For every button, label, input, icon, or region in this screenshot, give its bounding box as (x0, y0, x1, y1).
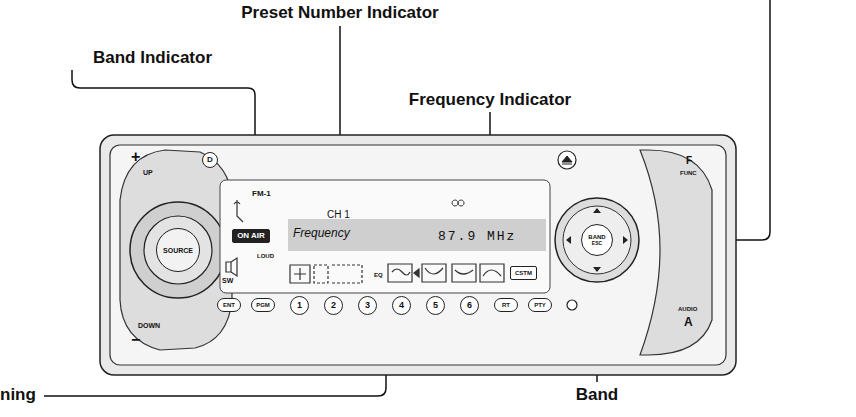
cross-key (555, 198, 639, 282)
panel-text: + (131, 148, 140, 166)
knob-surround (120, 150, 232, 350)
indicator-lamp (567, 300, 577, 310)
round-button: 2 (324, 296, 343, 315)
eq-curve (480, 264, 504, 282)
eq-icons (226, 258, 504, 283)
eq-curve (422, 264, 446, 282)
button-text: PGM (256, 302, 270, 308)
panel-text: DOWN (138, 322, 160, 330)
panel-text: A (684, 316, 693, 329)
panel-button: RT (494, 298, 518, 312)
button-text: 6 (467, 301, 472, 310)
panel-text: − (131, 331, 140, 349)
round-button: 3 (358, 296, 377, 315)
panel-text: CH 1 (327, 209, 350, 220)
panel-button: ENT (217, 298, 241, 312)
panel-text: EQ (374, 272, 383, 279)
button-text: CSTM (515, 270, 532, 276)
callout-label: Band Indicator (93, 49, 212, 68)
panel-text: 87.9 MHz (438, 230, 516, 244)
eq-arrow (414, 269, 419, 277)
panel-button: CSTM (510, 266, 537, 280)
callout-label: Band (576, 386, 619, 405)
knob-ring (130, 202, 226, 298)
round-button: 1 (290, 296, 309, 315)
callout-label: ning (0, 386, 36, 405)
button-text: 4 (399, 301, 404, 310)
panel-text: UP (143, 169, 153, 177)
panel-text: F (686, 155, 692, 166)
panel-text: FM-1 (252, 190, 271, 199)
round-button: 4 (392, 296, 411, 315)
round-button: 6 (460, 296, 479, 315)
button-text: RT (502, 302, 510, 308)
round-button: SOURCE (156, 228, 200, 272)
round-button: D (202, 152, 218, 168)
eject-symbol (562, 156, 572, 164)
panel-button: ON AIR (232, 229, 270, 243)
eq-box (290, 265, 310, 283)
button-text: 5 (433, 301, 438, 310)
frequency-bar (288, 219, 546, 251)
callout-label: Frequency Indicator (409, 91, 571, 110)
button-text: 2 (331, 301, 336, 310)
round-button: 5 (426, 296, 445, 315)
round-button: BANDESC (581, 224, 613, 256)
button-text: BAND (588, 234, 605, 240)
panel-button: PGM (251, 298, 275, 312)
callout-label: Preset Number Indicator (241, 4, 438, 23)
button-text: SOURCE (163, 247, 193, 254)
antenna-icon (234, 200, 243, 222)
button-text: 3 (365, 301, 370, 310)
stereo-icon (452, 200, 464, 206)
button-text: ESC (592, 241, 602, 246)
display (220, 180, 550, 293)
panel-text: FUNC (680, 170, 697, 177)
eq-box (314, 265, 362, 283)
housing (100, 135, 736, 375)
panel-text: AUDIO (678, 306, 697, 313)
arrow-marks (566, 208, 628, 272)
button-text: ON AIR (237, 232, 265, 240)
button-text: PTY (534, 302, 546, 308)
panel-text: Frequency (293, 227, 350, 240)
cross-key-inner (563, 206, 631, 274)
button-text: ENT (223, 302, 235, 308)
speaker-icon (226, 258, 237, 276)
panel-button: PTY (528, 298, 552, 312)
eq-curve (388, 264, 412, 282)
eject-button (558, 151, 576, 169)
faceplate (110, 145, 726, 365)
panel-text: SW (222, 277, 233, 285)
panel-text: LOUD (257, 253, 274, 260)
eq-curve (452, 264, 476, 282)
button-text: 1 (297, 301, 302, 310)
knob (144, 216, 212, 284)
button-text: D (207, 156, 213, 164)
right-paddle (640, 150, 712, 355)
